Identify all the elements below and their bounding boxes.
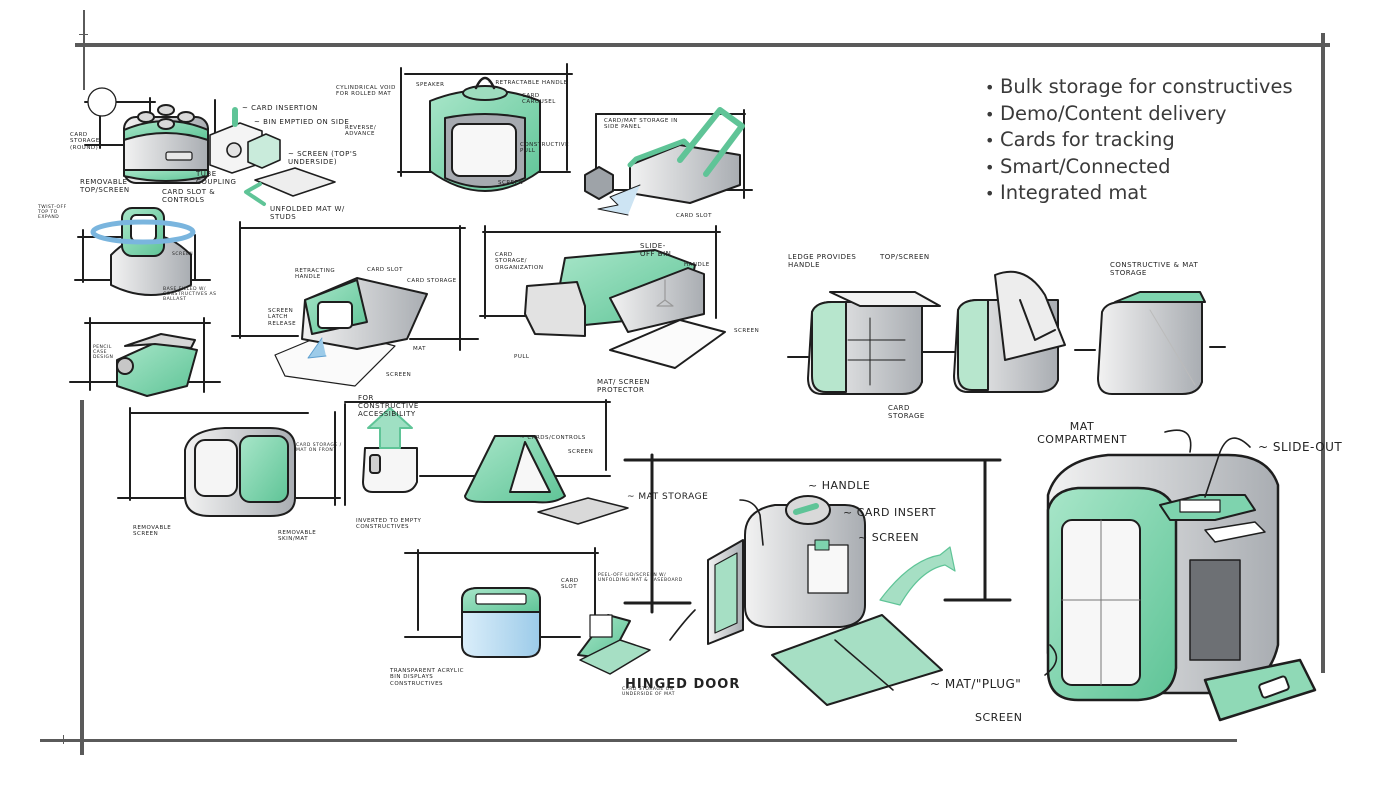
feature-bullet-list: Bulk storage for constructives Demo/Cont… — [985, 74, 1293, 207]
label-screen-underside: ~ Screen (top's underside) — [288, 150, 358, 167]
bullet-bulk-storage: Bulk storage for constructives — [985, 74, 1293, 101]
sketch-cylindrical-unit — [397, 63, 573, 192]
label-card-storage-organization: Card storage/ organization — [495, 252, 544, 271]
label-mat-storage: ~ Mat storage — [627, 492, 709, 502]
label-slide-off-bin: Slide-off bin — [640, 242, 672, 259]
label-ledge-provides-handle: Ledge provides handle — [788, 253, 857, 270]
label-card-carousel: Card carousel — [522, 93, 556, 106]
sketch-slope-case — [231, 221, 479, 387]
label-bin-emptied-on-side: ~ Bin emptied on side — [254, 118, 350, 126]
sketch-main-rounded-cube — [1046, 453, 1317, 722]
label-constructive-pull: Constructive pull — [520, 142, 570, 155]
frame-left-line — [80, 400, 84, 755]
sketch-tube-coupling — [209, 107, 336, 206]
label-transparent-acrylic-bin: Transparent acrylic bin displays constru… — [390, 668, 464, 687]
frame-top-line — [75, 43, 1330, 47]
label-card-storage-underside: Card storage on underside of mat — [622, 687, 675, 698]
sketch-handle-case — [584, 107, 753, 216]
label-mat-s6: Mat — [413, 346, 426, 352]
label-screen-s15: Screen — [975, 711, 1023, 724]
label-unfolded-mat-studs: Unfolded mat w/ studs — [270, 205, 345, 222]
label-card-storage-mat-front: Card storage / mat on front — [296, 443, 342, 454]
label-screen-s5: Screen — [172, 252, 194, 257]
label-card-mat-storage-side: Card/mat storage in side panel — [604, 118, 678, 131]
bullet-integrated-mat: Integrated mat — [985, 180, 1293, 207]
label-card-slot-controls: Card slot & controls — [162, 188, 216, 205]
label-twist-off-top: Twist-off top to expand — [38, 205, 67, 221]
label-reverse-advance: Reverse/ advance — [345, 125, 377, 138]
label-constructive-accessibility: For constructive accessibility — [358, 394, 419, 419]
label-card-storage-s6: Card storage — [407, 278, 457, 284]
frame-left-line-upper — [83, 10, 85, 90]
sketch-pencil-case — [69, 317, 221, 397]
label-slide-out: ~ Slide-out — [1258, 440, 1343, 454]
label-screen-s14: ~ Screen — [858, 531, 920, 544]
label-pull: Pull — [514, 354, 530, 360]
label-top-screen: Top/screen — [880, 253, 930, 261]
label-card-insert: ~ Card insert — [843, 506, 936, 519]
label-mat-plug: ~ Mat/"plug" — [930, 677, 1022, 691]
label-screen-s7: Screen — [734, 328, 760, 334]
label-screen-latch-release: Screen latch release — [268, 308, 297, 327]
leader-lines — [669, 429, 1251, 676]
sketch-inverted-bin — [344, 399, 611, 506]
sketch-pod-screen — [117, 407, 341, 517]
label-mat-compartment: Mat compartment — [1037, 420, 1127, 446]
sketch-three-box-sequence — [787, 270, 1226, 395]
label-handle-s14: ~ Handle — [808, 479, 871, 492]
label-card-storage-s8: Card storage — [888, 404, 925, 421]
label-peel-off-lid: Peel-off lid/screen w/ unfolding mat & b… — [598, 573, 683, 584]
label-constructive-mat-storage: Constructive & mat storage — [1110, 261, 1199, 278]
label-screen-s6: Screen — [386, 372, 412, 378]
frame-tick-bottom — [63, 735, 64, 744]
label-base-ballast: Base filled w/ constructives as ballast — [163, 287, 217, 303]
label-cylindrical-void: Cylindrical void for rolled mat — [336, 85, 396, 98]
label-screen-s3: Screen — [498, 180, 524, 186]
frame-right-line — [1321, 33, 1325, 673]
label-inverted-empty: Inverted to empty constructives — [356, 518, 422, 531]
label-mat-screen-protector: Mat/ screen protector — [597, 378, 650, 395]
label-retractable-handle: ~ Retractable handle — [488, 80, 568, 86]
label-removable-skin-mat: Removable skin/mat — [278, 530, 317, 543]
label-card-insertion: ~ Card insertion — [242, 104, 318, 112]
bullet-smart-connected: Smart/Connected — [985, 154, 1293, 181]
frame-bottom-line — [40, 739, 1237, 742]
label-removable-top-screen: Removable top/screen — [80, 178, 130, 195]
sketch-transparent-bin — [404, 547, 651, 675]
label-pencil-case: Pencil case design — [93, 345, 114, 361]
label-card-slot-s6: Card slot — [367, 267, 403, 273]
label-card-storage-round: Card storage (round) — [70, 132, 100, 151]
bullet-demo-content: Demo/Content delivery — [985, 101, 1293, 128]
label-hinged-door: Hinged door — [625, 677, 741, 692]
label-card-slot-s4: Card slot — [676, 213, 712, 219]
label-handle-s7: Handle — [684, 262, 710, 268]
sketch-card-storage-cube — [84, 87, 216, 184]
label-cards-controls: ~ Cards/controls — [520, 435, 586, 441]
label-tube-coupling: Tube coupling — [196, 170, 237, 187]
label-card-slot-s13: Card slot — [561, 578, 579, 591]
label-speaker: Speaker — [416, 82, 445, 88]
sketch-tent-unit — [419, 435, 629, 525]
label-removable-screen: Removable screen — [133, 525, 172, 538]
sketch-twist-off — [74, 207, 211, 296]
label-retracting-handle: Retracting handle — [295, 268, 336, 281]
frame-tick-top — [79, 34, 88, 35]
bullet-cards-tracking: Cards for tracking — [985, 127, 1293, 154]
sketch-drawer-box — [479, 225, 726, 369]
sketch-hinged-door-unit — [623, 453, 1012, 706]
label-screen-s12: Screen — [568, 449, 594, 455]
